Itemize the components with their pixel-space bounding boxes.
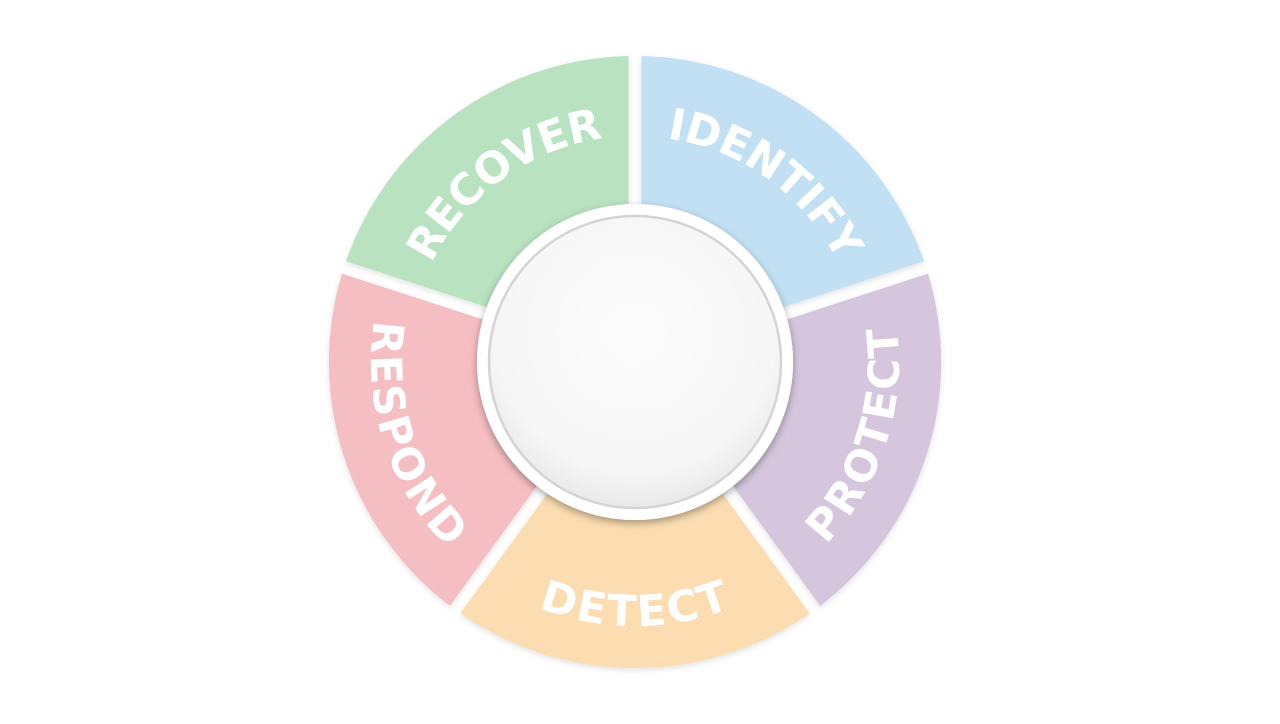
segment-identify	[641, 56, 925, 307]
segment-respond	[328, 273, 537, 606]
center-hub	[487, 214, 783, 510]
segment-protect	[733, 273, 942, 606]
segment-recover	[345, 56, 629, 307]
center-hub-layer	[477, 204, 793, 520]
segment-detect	[460, 493, 810, 669]
